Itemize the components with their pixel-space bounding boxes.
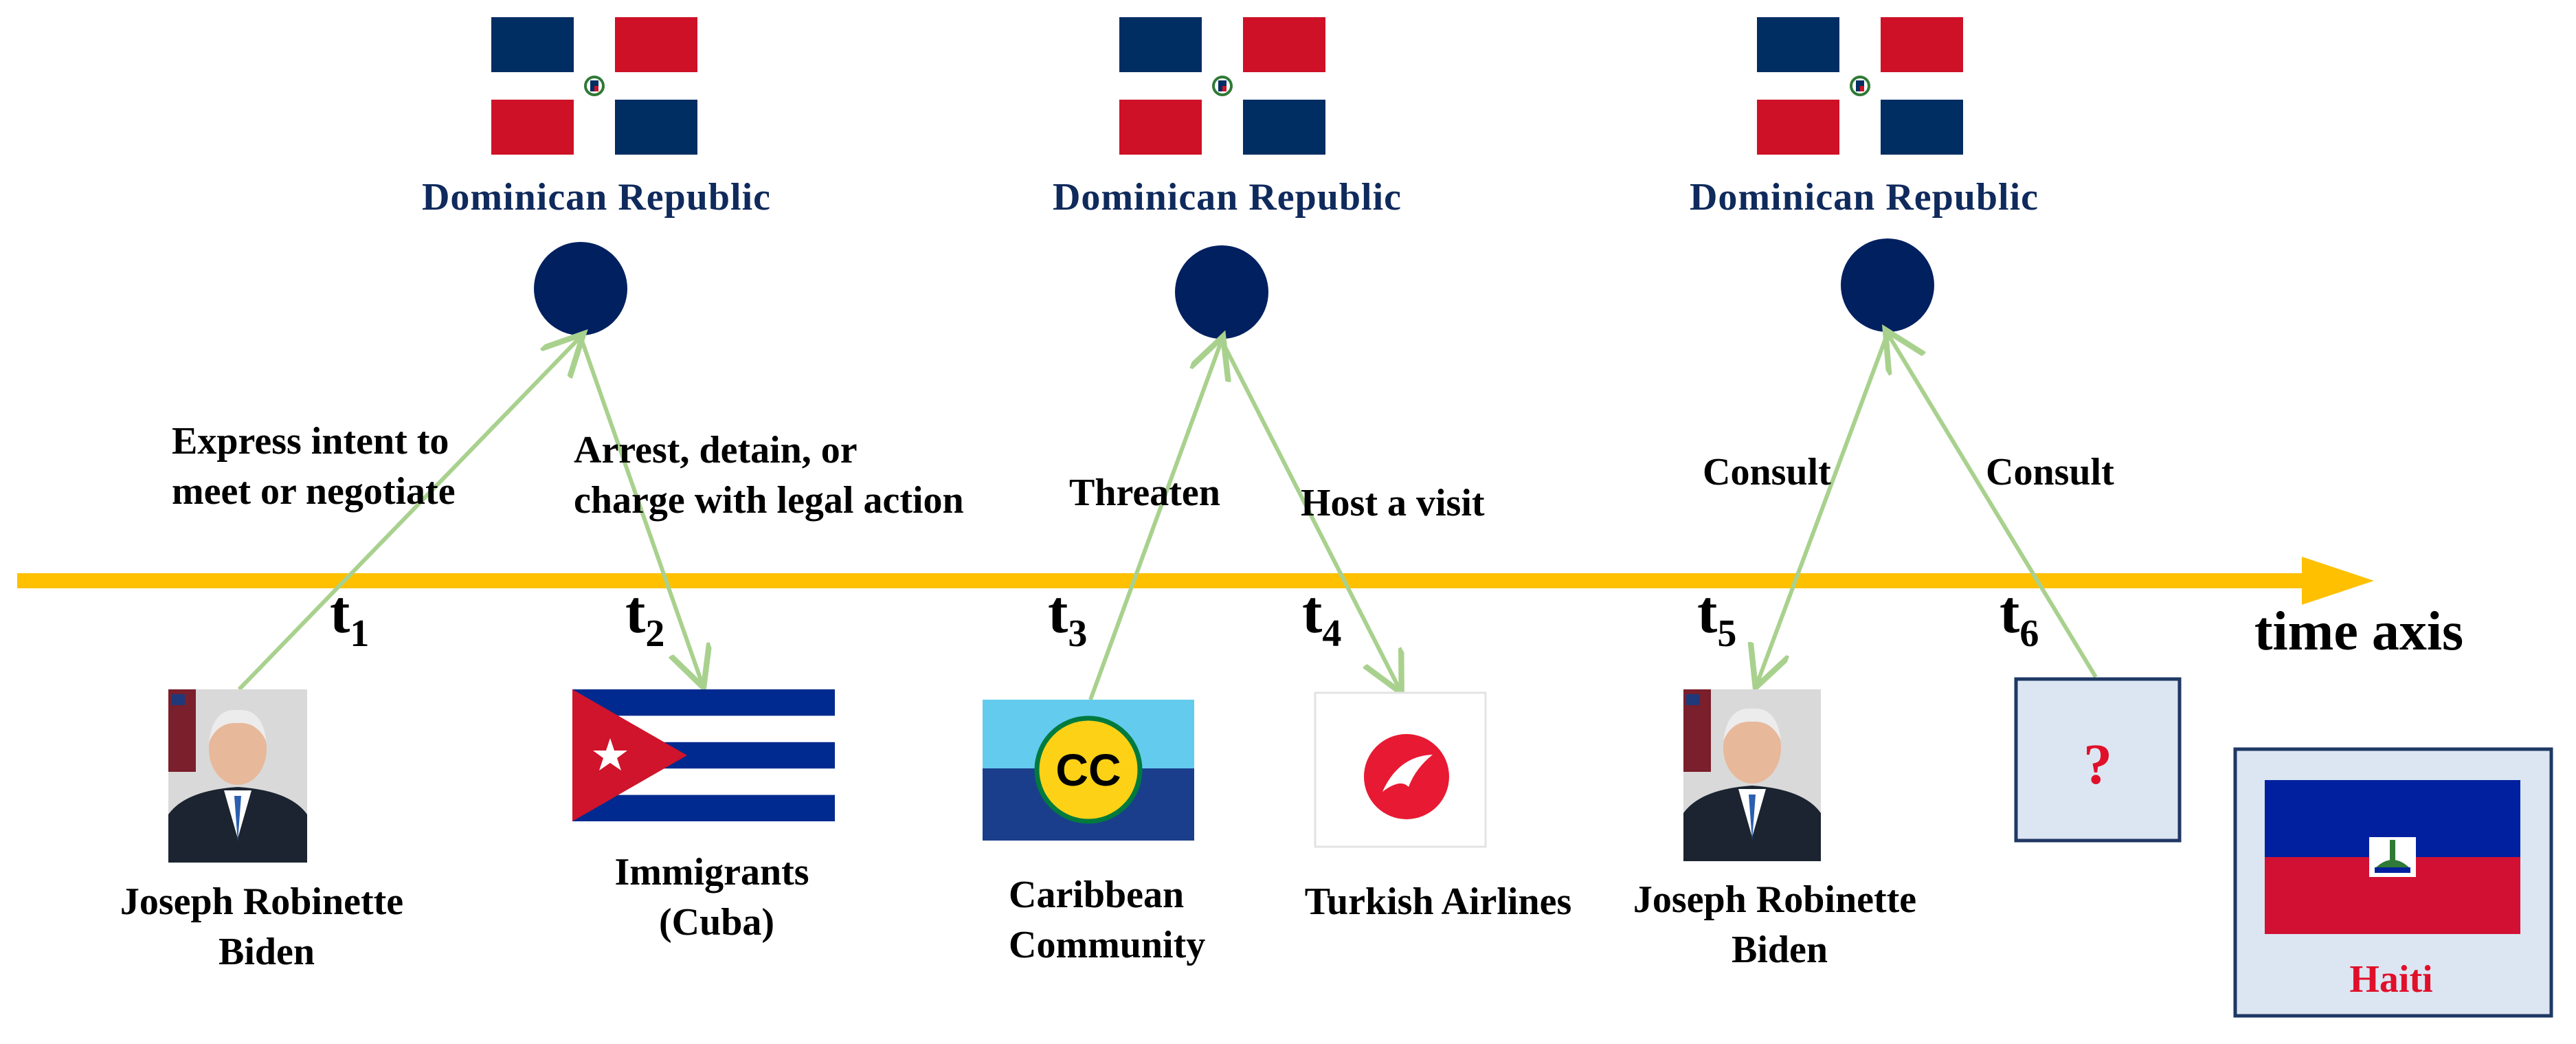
object-label-t1: Joseph Robinette Biden (120, 880, 413, 973)
caricom-flag-t3: CC (983, 700, 1194, 841)
cuba-flag-t2 (572, 689, 835, 821)
time-label-t1: t1 (330, 579, 369, 655)
object-label-t2: Immigrants (Cuba) (614, 851, 818, 944)
relation-label-t1: Express intent to meet or negotiate (172, 420, 458, 513)
time-label-t5: t5 (1697, 579, 1736, 655)
object-label-t5: Joseph Robinette Biden (1633, 878, 1926, 971)
person-photo-t5 (1683, 689, 1821, 861)
time-label-t4: t4 (1302, 579, 1341, 655)
time-label-t3: t3 (1048, 579, 1087, 655)
subject-label-1: Dominican Republic (422, 176, 771, 219)
link-t4 (1220, 339, 1400, 689)
relation-label-t4: Host a visit (1301, 482, 1485, 524)
dr-flag-2 (1118, 16, 1327, 156)
haiti-flag (2265, 780, 2520, 934)
link-t6 (1888, 333, 2098, 678)
relation-label-t2: Arrest, detain, or charge with legal act… (574, 429, 964, 522)
person-photo-t1 (168, 689, 307, 863)
relation-label-t5: Consult (1703, 451, 1831, 493)
relation-label-t3: Threaten (1069, 471, 1220, 514)
link-t5 (1757, 332, 1890, 684)
time-label-t2: t2 (625, 579, 664, 655)
subject-node-3 (1841, 238, 1934, 332)
unknown-question-mark: ? (2083, 733, 2112, 797)
subject-label-2: Dominican Republic (1053, 176, 1402, 219)
answer-label: Haiti (2349, 958, 2432, 1001)
turkish-airlines-logo-t4 (1314, 691, 1487, 848)
time-axis-label: time axis (2254, 601, 2463, 662)
svg-text:CC: CC (1055, 744, 1121, 795)
subject-label-3: Dominican Republic (1690, 176, 2039, 219)
unknown-object-box (2014, 677, 2182, 843)
relation-label-t6: Consult (1986, 451, 2114, 493)
subject-node-1 (534, 242, 627, 335)
dr-flag-1 (490, 16, 699, 156)
subject-node-2 (1175, 245, 1268, 339)
link-t3 (1088, 340, 1222, 701)
time-axis-arrowhead (2302, 557, 2374, 605)
object-label-t3: Caribbean Community (1009, 874, 1205, 966)
time-label-t6: t6 (2000, 579, 2039, 655)
dr-flag-3 (1756, 16, 1964, 156)
object-label-t4: Turkish Airlines (1305, 880, 1572, 923)
link-t1 (237, 337, 581, 691)
link-t2 (579, 336, 702, 684)
